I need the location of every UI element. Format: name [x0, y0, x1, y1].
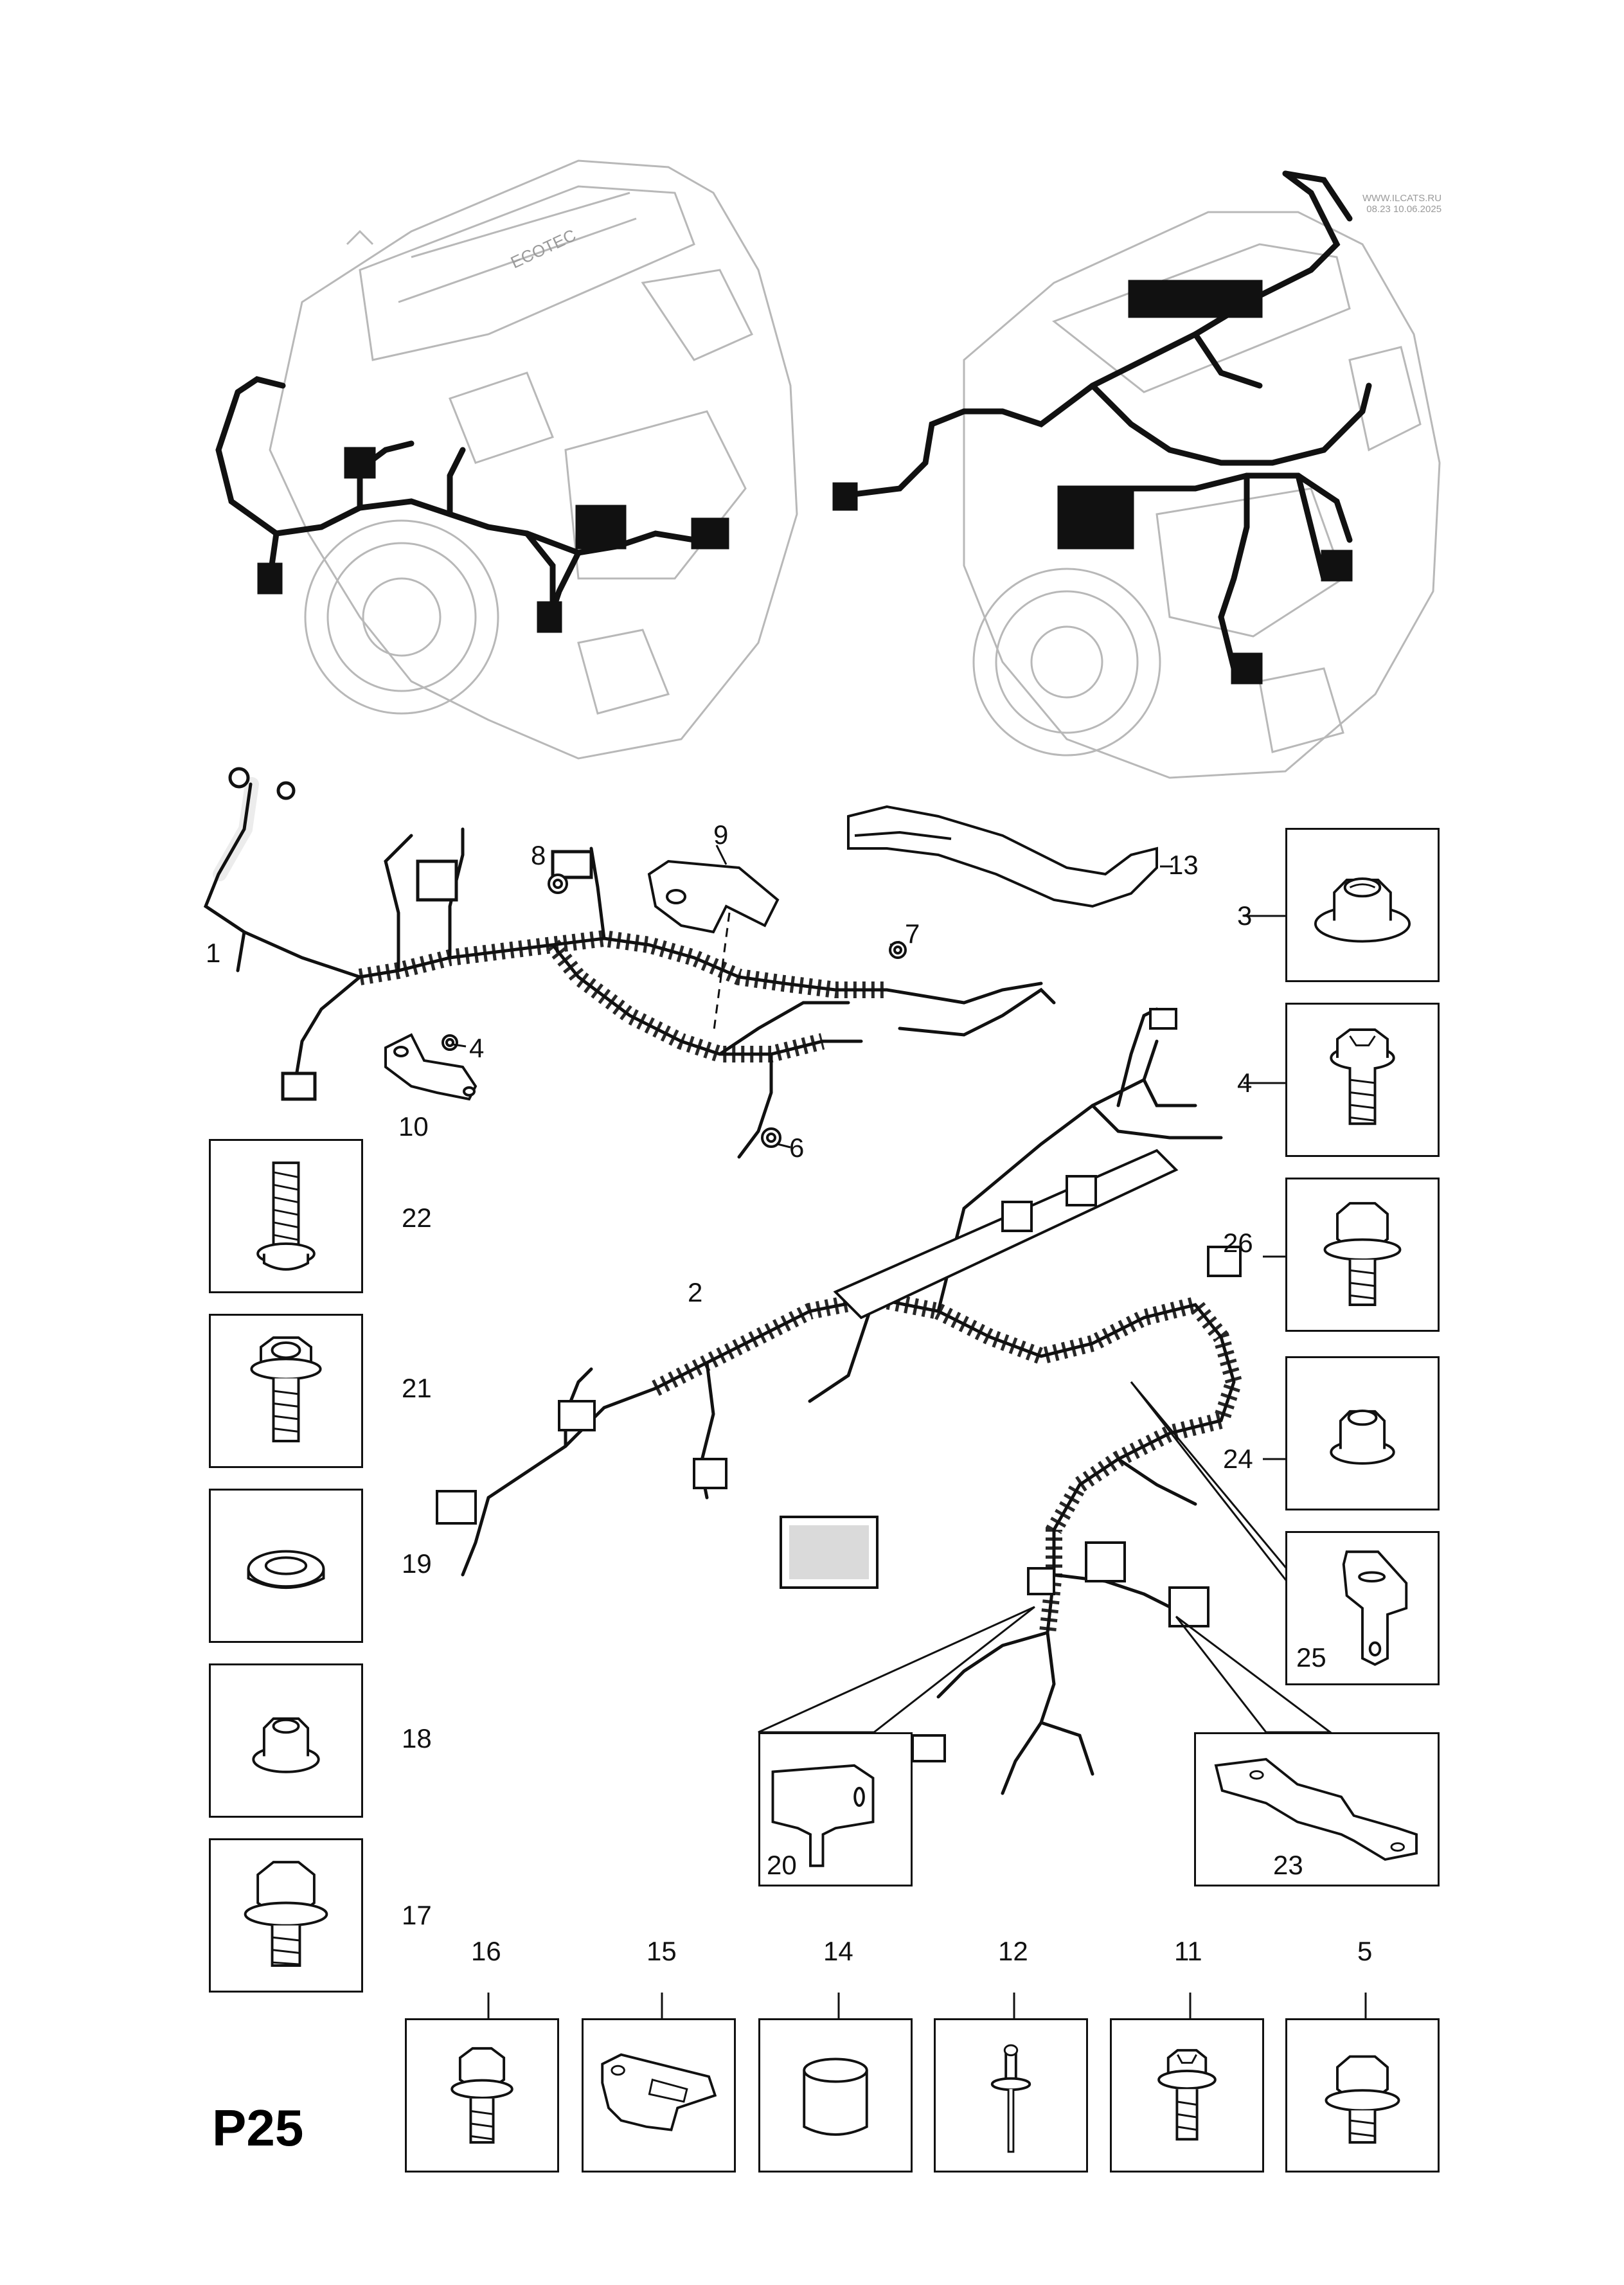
bracket-9-icon	[647, 859, 780, 934]
part-box-15	[582, 2018, 736, 2173]
nut-6-small-icon	[761, 1127, 781, 1148]
watermark-line2: 08.23 10.06.2025	[1366, 204, 1442, 215]
engine-right-icon	[963, 211, 1441, 779]
part-box-26	[1285, 1178, 1440, 1332]
leader-25	[1130, 1381, 1293, 1578]
bracket-10-icon	[384, 1033, 477, 1101]
engine-left-icon	[269, 159, 798, 760]
bracket-icon	[1342, 1550, 1408, 1666]
callout-7: 7	[905, 918, 920, 949]
flange-nut-icon	[1330, 1409, 1395, 1465]
flange-nut-icon	[1314, 877, 1411, 943]
nut-7-small-icon	[889, 941, 907, 959]
part-box-17	[209, 1838, 363, 1993]
callout-14: 14	[823, 1936, 853, 1966]
callout-3: 3	[1237, 901, 1253, 931]
callout-6: 6	[789, 1133, 805, 1163]
flange-nut-icon	[252, 1717, 320, 1773]
hex-bolt-icon	[1325, 2055, 1400, 2144]
part-box-3	[1285, 828, 1440, 982]
bolt-4-small-icon	[442, 1034, 458, 1051]
bracket-icon	[1214, 1757, 1418, 1861]
lock-washer-icon	[247, 1550, 325, 1590]
part-box-14	[758, 2018, 913, 2173]
callout-22: 22	[402, 1203, 432, 1233]
leader-20	[758, 1606, 1035, 1734]
part-box-12	[934, 2018, 1088, 2173]
callout-25: 25	[1296, 1642, 1326, 1672]
hex-bolt-icon	[244, 1861, 328, 1967]
part-box-18	[209, 1663, 363, 1818]
part-box-11	[1110, 2018, 1264, 2173]
callout-1: 1	[206, 938, 221, 968]
hex-bolt-icon	[1330, 1028, 1395, 1125]
callout-8: 8	[531, 840, 546, 870]
callout-23: 23	[1273, 1850, 1303, 1880]
engine-left-harness	[215, 376, 729, 633]
part-box-20: 20	[758, 1732, 913, 1886]
callout-24: 24	[1223, 1444, 1253, 1474]
callout-13: 13	[1168, 850, 1199, 880]
callout-15: 15	[647, 1936, 677, 1966]
hex-bolt-icon	[1157, 2048, 1217, 2141]
part-box-22	[209, 1139, 363, 1293]
harness-1-icon	[203, 767, 1056, 1159]
bracket-icon	[771, 1764, 875, 1867]
callout-16: 16	[471, 1936, 501, 1966]
rubber-cap-icon	[803, 2057, 868, 2136]
ecu-connector-icon	[780, 1516, 879, 1589]
part-box-24	[1285, 1356, 1440, 1510]
bracket-icon	[601, 2053, 717, 2131]
nut-8-small-icon	[548, 874, 568, 894]
callout-21: 21	[402, 1373, 432, 1403]
hex-bolt-icon	[256, 1161, 316, 1271]
conduit-13-icon	[847, 805, 1158, 908]
part-box-19	[209, 1489, 363, 1643]
callout-10: 10	[398, 1111, 429, 1142]
part-box-21	[209, 1314, 363, 1468]
callout-11: 11	[1174, 1936, 1202, 1966]
watermark-line1: WWW.ILCATS.RU	[1362, 193, 1442, 204]
callout-26: 26	[1223, 1228, 1253, 1258]
part-box-16	[405, 2018, 559, 2173]
callout-20: 20	[767, 1850, 797, 1880]
watermark: WWW.ILCATS.RU 08.23 10.06.2025	[1362, 193, 1441, 215]
engine-right-harness	[832, 170, 1372, 685]
callout-4a: 4	[469, 1033, 485, 1063]
harness-2-icon	[461, 1007, 1236, 1795]
part-box-4	[1285, 1003, 1440, 1157]
part-box-5	[1285, 2018, 1440, 2173]
callout-12: 12	[998, 1936, 1028, 1966]
callout-17: 17	[402, 1900, 432, 1930]
callout-9: 9	[713, 820, 729, 850]
part-box-23: 23	[1194, 1732, 1440, 1886]
part-box-25: 25	[1285, 1531, 1440, 1685]
hex-bolt-icon	[1323, 1202, 1402, 1306]
page-code: P25	[212, 2099, 304, 2156]
blind-rivet-icon	[990, 2044, 1031, 2153]
callout-18: 18	[402, 1723, 432, 1753]
callout-4b: 4	[1237, 1068, 1253, 1098]
callout-19: 19	[402, 1548, 432, 1579]
callout-2: 2	[688, 1277, 703, 1307]
hex-bolt-icon	[451, 2047, 513, 2144]
hex-bolt-icon	[250, 1336, 322, 1442]
callout-5: 5	[1357, 1936, 1373, 1966]
